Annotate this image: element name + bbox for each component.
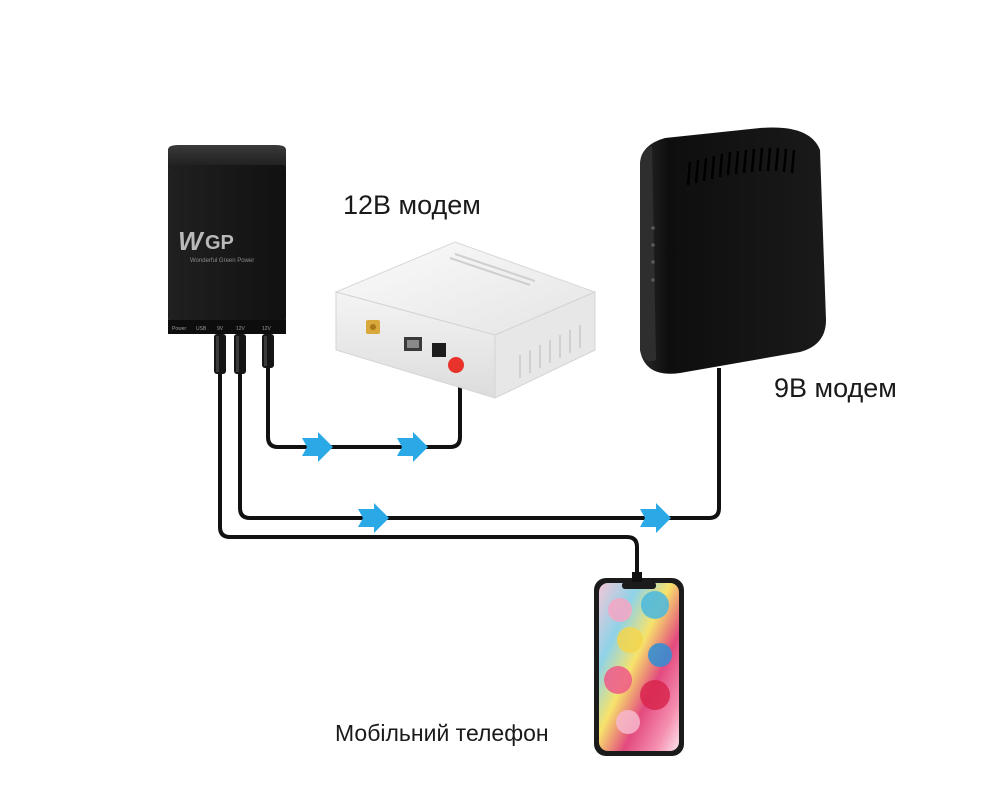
svg-text:W: W xyxy=(178,226,205,256)
ups-port-label: Power xyxy=(172,326,187,332)
flow-arrow-icon xyxy=(640,503,671,533)
phone-label: Мобільний телефон xyxy=(335,720,549,746)
flow-arrow-icon xyxy=(397,432,428,462)
wgp-logo: W GP xyxy=(178,226,234,256)
ethernet-port-icon xyxy=(404,337,422,351)
status-led-icon xyxy=(651,243,655,247)
plug-icon xyxy=(234,334,246,374)
modem-12v-label: 12В модем xyxy=(343,190,481,220)
power-button xyxy=(448,357,464,373)
status-led-icon xyxy=(651,226,655,230)
mini-ups-device: W GP Wonderful Green Power Power USB 9V … xyxy=(168,145,286,374)
ups-port-label: 9V xyxy=(217,326,224,332)
ups-port-label: 12V xyxy=(236,326,246,332)
plug-icon xyxy=(262,334,274,368)
status-led-icon xyxy=(651,278,655,282)
fiber-port-icon xyxy=(366,320,380,334)
svg-text:GP: GP xyxy=(205,232,234,254)
phone-notch xyxy=(622,582,656,589)
modem-9v-device xyxy=(640,127,826,374)
flow-arrow-icon xyxy=(358,503,389,533)
cable-12v-modem xyxy=(266,365,462,449)
ups-port-label: USB xyxy=(196,326,207,332)
cable-usb-phone xyxy=(218,372,639,582)
cable-9v-modem xyxy=(238,368,721,520)
smartphone-device xyxy=(594,572,684,756)
ups-tagline: Wonderful Green Power xyxy=(190,258,254,264)
status-led-icon xyxy=(651,260,655,264)
dc-port-icon xyxy=(432,343,446,357)
modem-9v-label: 9В модем xyxy=(774,373,897,403)
modem-12v-device xyxy=(334,241,597,399)
flow-arrow-icon xyxy=(302,432,333,462)
ups-port-label: 12V xyxy=(262,326,272,332)
plug-icon xyxy=(214,334,226,374)
